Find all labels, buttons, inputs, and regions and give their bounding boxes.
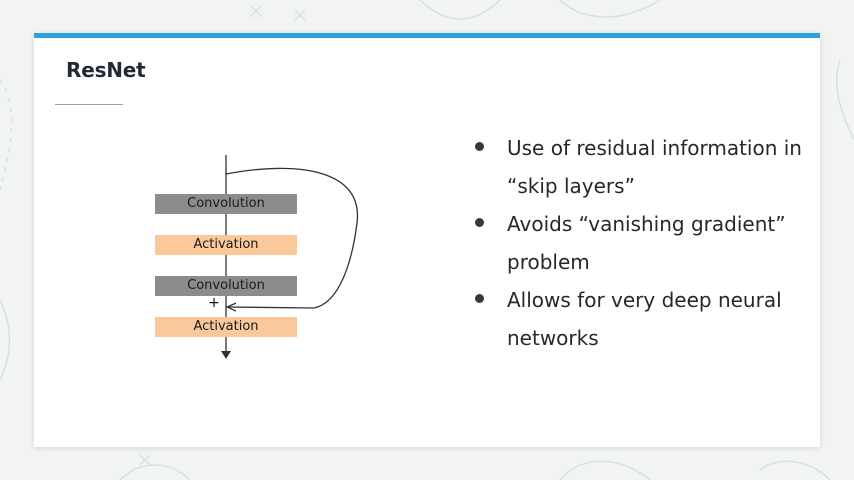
skip-connection-arrow	[225, 167, 358, 308]
convolution-block-2: Convolution	[155, 276, 297, 296]
bullet-item: Use of residual information in “skip lay…	[474, 129, 804, 205]
slide-card: ResNet Convolution Activation Convolutio…	[34, 33, 820, 447]
bullet-list: Use of residual information in “skip lay…	[474, 129, 804, 357]
activation-block-1: Activation	[155, 235, 297, 255]
slide-accent-bar	[34, 33, 820, 38]
main-path-arrow	[221, 351, 231, 359]
bullet-text: Allows for very deep neural networks	[507, 288, 782, 350]
bullet-dot-icon	[475, 142, 484, 151]
addition-symbol: +	[208, 295, 220, 311]
bullet-text: Avoids “vanishing gradient” problem	[507, 212, 786, 274]
block-label: Convolution	[187, 278, 265, 293]
block-label: Activation	[193, 319, 259, 334]
bullet-dot-icon	[475, 294, 484, 303]
bullet-item: Avoids “vanishing gradient” problem	[474, 205, 804, 281]
slide-title: ResNet	[66, 58, 146, 82]
convolution-block-1: Convolution	[155, 194, 297, 214]
block-label: Convolution	[187, 196, 265, 211]
title-underline	[55, 104, 123, 105]
bullet-dot-icon	[475, 218, 484, 227]
block-label: Activation	[193, 237, 259, 252]
bullet-item: Allows for very deep neural networks	[474, 281, 804, 357]
bullet-text: Use of residual information in “skip lay…	[507, 136, 802, 198]
activation-block-2: Activation	[155, 317, 297, 337]
